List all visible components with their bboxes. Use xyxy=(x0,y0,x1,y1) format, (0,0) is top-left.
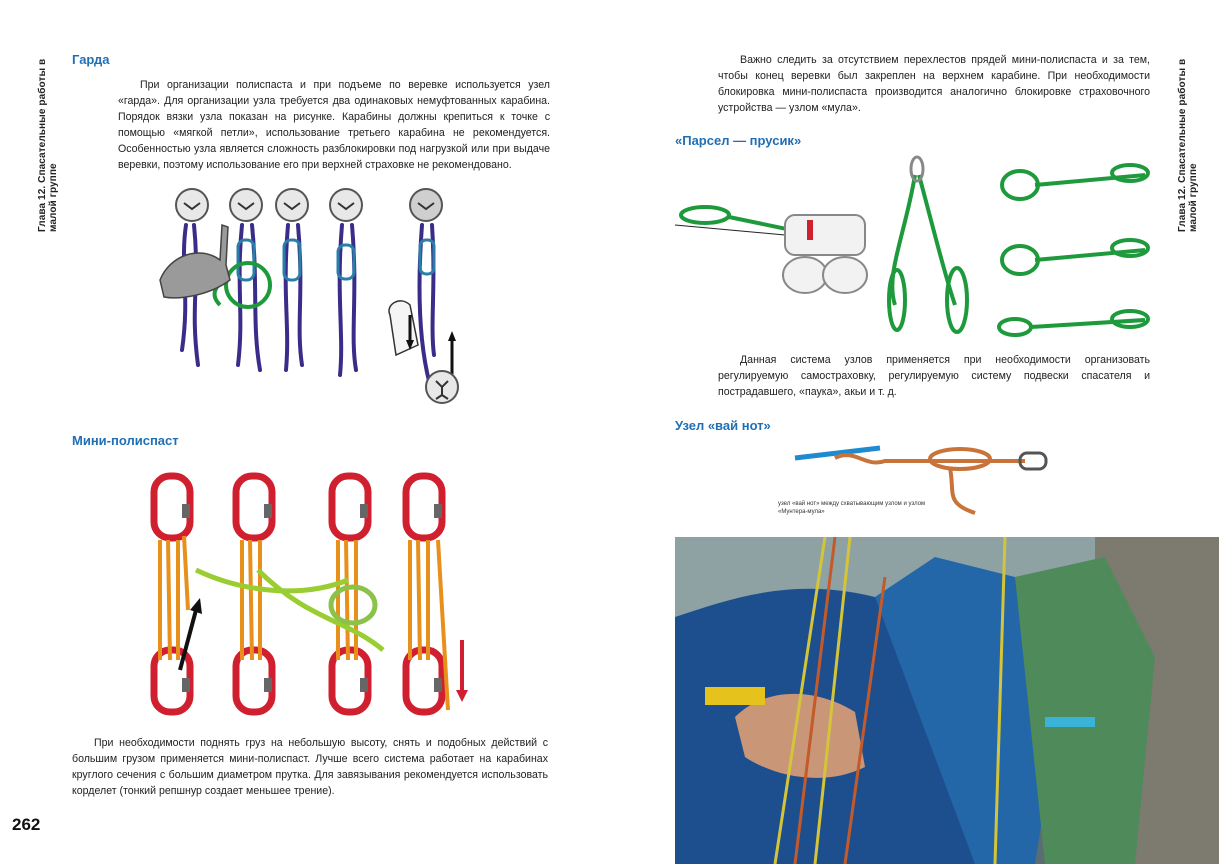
mini-polispast-heading: Мини-полиспаст xyxy=(72,433,179,448)
chapter-side-label-left: Глава 12. Спасательные работы в малой гр… xyxy=(37,58,59,232)
garda-text: При организации полиспаста и при подъеме… xyxy=(118,79,550,171)
gloved-hand xyxy=(159,223,231,299)
vay-not-illustration xyxy=(794,445,1048,515)
chapter-side-label-right: Глава 12. Спасательные работы в малой гр… xyxy=(1177,58,1199,232)
page-number: 262 xyxy=(12,815,41,834)
parsel-text: Данная система узлов применяется при нео… xyxy=(718,354,1150,398)
mini-polispast-text: При необходимости поднять груз на неболь… xyxy=(72,737,548,797)
climber-jacket-green xyxy=(1015,557,1155,864)
orange-rope xyxy=(834,447,1025,515)
red-carabiners xyxy=(150,472,446,716)
orange-cords xyxy=(158,535,450,711)
parsel-illustration xyxy=(674,155,1150,337)
mini-polispast-illustration xyxy=(150,472,468,716)
mini-polispast-paragraph: При необходимости поднять груз на неболь… xyxy=(72,735,548,799)
garda-heading: Гарда xyxy=(72,52,110,67)
vay-not-heading: Узел «вай нот» xyxy=(675,418,771,433)
right-intro-text: Важно следить за отсутствием перехлестов… xyxy=(718,54,1150,114)
anchor-icons xyxy=(175,188,443,222)
knot-diagrams xyxy=(997,163,1150,337)
right-intro-paragraph: Важно следить за отсутствием перехлестов… xyxy=(718,52,1150,116)
lime-cord xyxy=(194,567,385,652)
garda-knot-illustration xyxy=(159,188,459,404)
parsel-heading: «Парсел — прусик» xyxy=(675,133,802,148)
vay-not-caption: узел «вай нот» между схватывающим узлом … xyxy=(778,501,926,515)
climbers-photo xyxy=(675,537,1219,864)
garda-paragraph: При организации полиспаста и при подъеме… xyxy=(118,77,550,173)
parsel-paragraph: Данная система узлов применяется при нео… xyxy=(718,352,1150,400)
harness-icon xyxy=(782,214,868,294)
green-rope-pair xyxy=(887,174,969,334)
